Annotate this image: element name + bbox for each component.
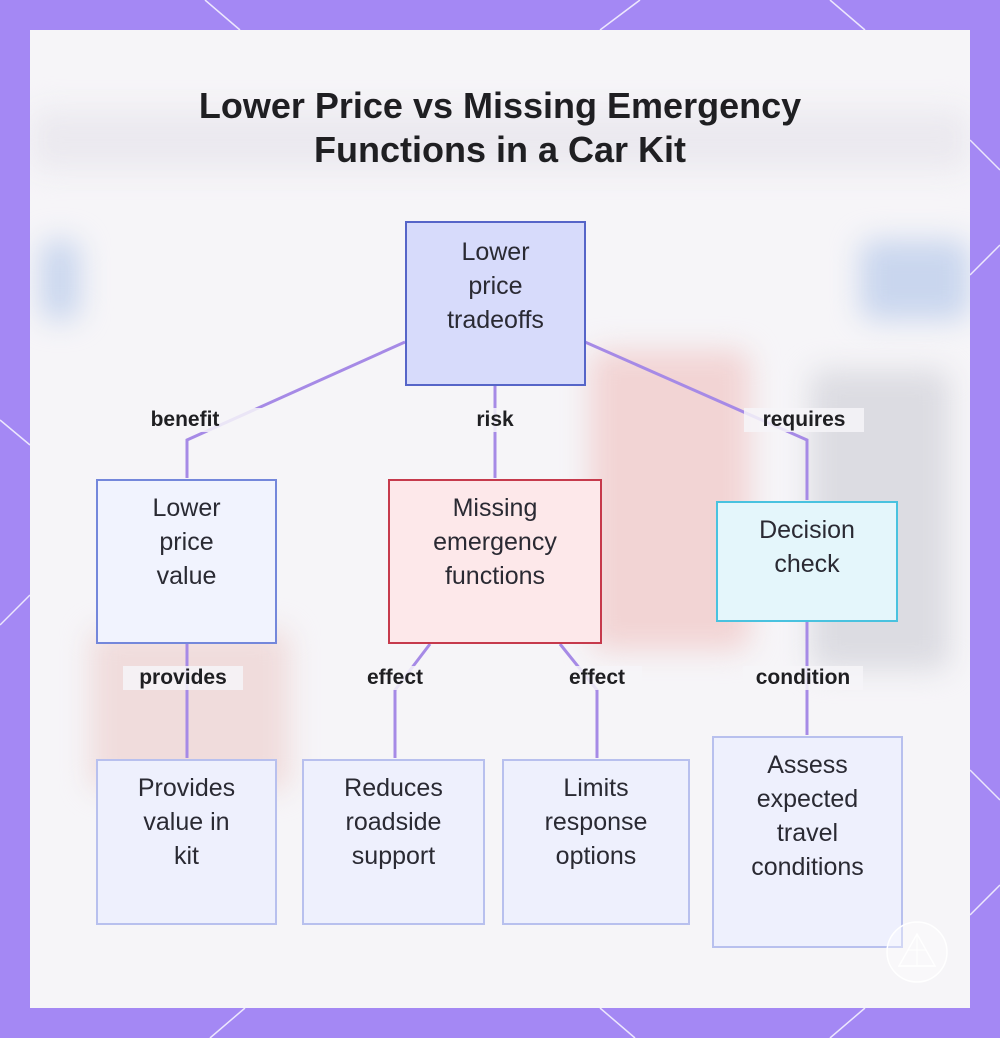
title-line-1: Lower Price vs Missing Emergency: [198, 85, 802, 126]
edge-label-provides: provides: [123, 666, 243, 690]
diagram-title: Lower Price vs Missing Emergency Functio…: [0, 84, 1000, 172]
node-provides-value-in-kit: Provides value in kit: [96, 759, 277, 925]
node-missing-emergency-functions: Missing emergency functions: [388, 479, 602, 644]
edge-label-effect-right: effect: [552, 666, 642, 690]
background-shape: [860, 240, 970, 320]
edge-label-condition: condition: [743, 666, 863, 690]
node-decision-check: Decision check: [716, 501, 898, 622]
node-limits-response-options: Limits response options: [502, 759, 690, 925]
background-shape: [40, 240, 80, 320]
edge-label-risk: risk: [455, 408, 535, 432]
node-lower-price-tradeoffs: Lower price tradeoffs: [405, 221, 586, 386]
edge-label-effect-left: effect: [350, 666, 440, 690]
edge-label-requires: requires: [744, 408, 864, 432]
connector-effect-left: [393, 643, 432, 758]
connector-requires: [584, 340, 809, 500]
node-assess-expected-travel-conditions: Assess expected travel conditions: [712, 736, 903, 948]
edge-label-benefit: benefit: [105, 408, 265, 432]
background-shape: [30, 110, 970, 170]
node-lower-price-value: Lower price value: [96, 479, 277, 644]
triangle-logo-icon: [886, 921, 948, 983]
connector-effect-right: [558, 643, 599, 758]
connector-benefit: [185, 340, 406, 478]
node-reduces-roadside-support: Reduces roadside support: [302, 759, 485, 925]
title-line-2: Functions in a Car Kit: [313, 129, 687, 170]
